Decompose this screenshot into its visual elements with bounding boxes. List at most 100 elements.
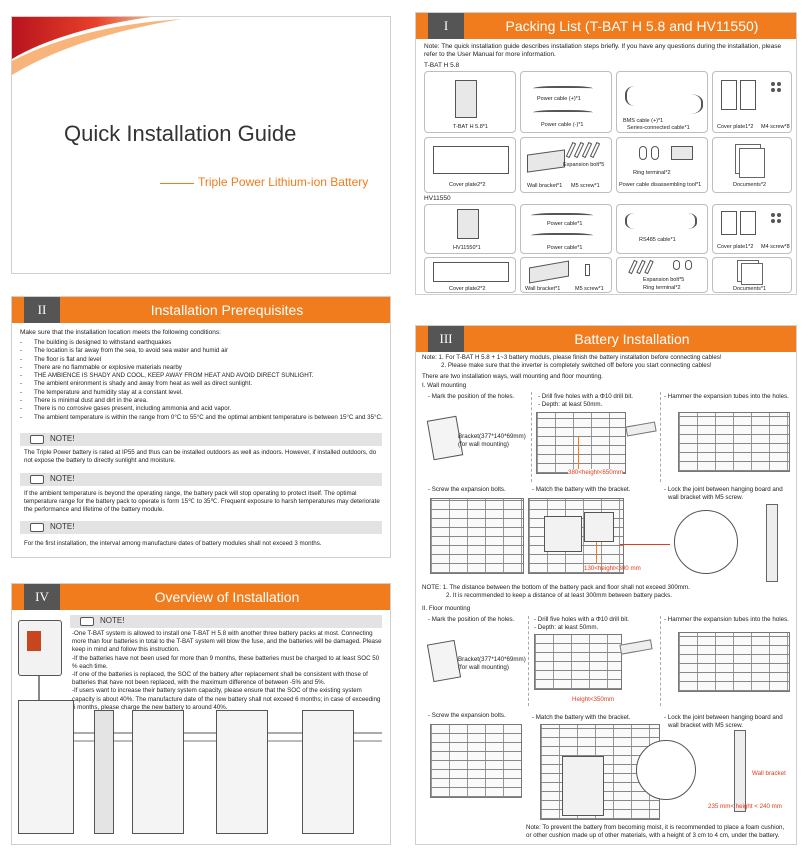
item-box-hv-battery: HV11550*1 (424, 204, 516, 254)
bracket-icon (529, 260, 569, 284)
item-box-hv-bracket: Wall bracket*1 M5 screw*1 (520, 257, 612, 293)
wall-bracket-label: Wall bracket (752, 770, 786, 777)
bracket-label: Bracket(377*140*69mm) (458, 433, 526, 440)
cover-swoosh-graphic (12, 17, 182, 75)
battery-installation-panel: III Battery Installation Note: 1. For T-… (415, 325, 797, 845)
tool-icon (671, 146, 693, 160)
note-bar: NOTE! (20, 433, 382, 446)
battery-icon (457, 209, 479, 239)
brick-wall-illustration (678, 632, 790, 692)
cable-icon (531, 213, 593, 219)
cover-page: Quick Installation Guide Triple Power Li… (11, 16, 391, 274)
prereq-header: II Installation Prerequisites (12, 297, 390, 323)
drill-illustration (619, 639, 653, 655)
list-item: There are no flammable or explosive mate… (20, 364, 384, 373)
item-label: Power cable*1 (547, 221, 583, 227)
item-box-hv-cover-plate2: Cover plate2*2 (424, 257, 516, 293)
brick-wall-illustration (534, 634, 622, 690)
battery-pack-illustration (18, 700, 74, 834)
cable-icon (533, 110, 593, 116)
step-lock-2: wall bracket with M5 screw. (668, 494, 743, 501)
item-label: Wall bracket*1 (527, 183, 563, 189)
packing-list-panel: I Packing List (T-BAT H 5.8 and HV11550)… (415, 12, 797, 295)
ring-terminal-icon (673, 260, 680, 270)
wall-side-illustration (766, 504, 778, 582)
battery-illustration (584, 512, 614, 542)
pointing-hand-icon (30, 523, 44, 532)
item-box-hv-documents: Documents*1 (712, 257, 792, 293)
inverter-illustration (18, 620, 62, 676)
item-label: M4 screw*8 (761, 244, 790, 250)
distance-note-1: NOTE: 1. The distance between the bottom… (422, 584, 690, 591)
document-icon (739, 148, 765, 178)
height-annotation: Height<350mm (572, 696, 615, 703)
cover-title: Quick Installation Guide (64, 121, 297, 146)
step-drill: - Drill five holes with a Φ10 drill bit. (534, 616, 630, 623)
cable-icon (625, 86, 649, 106)
step-screw: - Screw the expansion bolts. (428, 712, 506, 719)
installation-ways: There are two installation ways, wall mo… (422, 373, 603, 380)
pointing-hand-icon (30, 475, 44, 484)
item-label: BMS cable (+)*1 (623, 118, 664, 124)
cable-icon (625, 213, 649, 229)
section-title: Packing List (T-BAT H 5.8 and HV11550) (505, 18, 759, 34)
height-annotation: 380<height<650mm (568, 469, 624, 477)
plate-icon (740, 80, 756, 110)
note-bar: NOTE! (70, 615, 382, 628)
battery-illustration (544, 516, 582, 552)
wall-side-illustration (734, 730, 746, 812)
step-drill-depth: - Depth: at least 50mm. (534, 624, 599, 631)
step-match: - Match the battery with the bracket. (532, 714, 631, 721)
dimension-line (578, 436, 579, 472)
list-item: THE AMBIENCE IS SHADY AND COOL, KEEP AWA… (20, 372, 384, 381)
list-item: The location is far away from the sea, t… (20, 347, 384, 356)
list-item: The temperature and humidity stay at a c… (20, 389, 384, 398)
step-lock: - Lock the joint between hanging board a… (664, 486, 783, 493)
height-annotation: 130<height<300 mm (584, 565, 641, 572)
note-label: NOTE! (50, 434, 75, 443)
bracket-sublabel: (for wall mounting) (458, 664, 509, 671)
bracket-sublabel: (for wall mounting) (458, 441, 509, 448)
list-item: The building is designed to withstand ea… (20, 339, 384, 348)
item-label: Documents*1 (733, 286, 767, 292)
cable-icon (673, 213, 697, 229)
item-label: Power cable disassembling tool*1 (619, 182, 702, 188)
screw-icon (771, 219, 775, 223)
item-box-cover-plate2: Cover plate2*2 (424, 137, 516, 193)
overview-line: -If one of the batteries is replaced, th… (72, 671, 368, 687)
item-label: M5 screw*1 (571, 183, 600, 189)
overview-line: -One T-BAT system is allowed to install … (72, 630, 382, 654)
overview-text: -One T-BAT system is allowed to install … (72, 630, 382, 712)
packing-header: I Packing List (T-BAT H 5.8 and HV11550) (416, 13, 796, 39)
wall-mounting-heading: I. Wall mounting (422, 382, 467, 389)
note-label: NOTE! (100, 616, 125, 625)
item-label: Power cable*1 (547, 245, 583, 251)
step-screw: - Screw the expansion bolts. (428, 486, 506, 493)
packing-note: Note: The quick installation guide descr… (424, 43, 782, 58)
detail-magnifier (636, 740, 696, 800)
overview-line: -If users want to increase their battery… (72, 687, 381, 711)
item-label: Cover plate1*2 (717, 244, 754, 250)
plate-icon (721, 80, 737, 110)
item-label: Expansion bolt*5 (643, 277, 685, 283)
item-label: Expansion bolt*5 (563, 162, 605, 168)
item-label: Power cable (+)*1 (537, 96, 581, 102)
pointing-hand-icon (30, 435, 44, 444)
item-label: Cover plate2*2 (449, 182, 486, 188)
step-divider (531, 392, 532, 482)
ring-terminal-icon (651, 146, 659, 160)
plate-icon (433, 262, 509, 282)
section-number: I (428, 13, 464, 39)
item-box-documents: Documents*2 (712, 137, 792, 193)
list-item: The ambient enironment is shady and away… (20, 380, 384, 389)
bracket-icon (527, 149, 565, 173)
note-bar: NOTE! (20, 521, 382, 534)
battery-pack-illustration (302, 710, 354, 834)
item-label: Cover plate1*2 (717, 124, 754, 130)
screw-icon (777, 82, 781, 86)
note-text: The Triple Power battery is rated at IP5… (24, 449, 377, 464)
prereq-intro: Make sure that the installation location… (20, 329, 221, 336)
plate-icon (721, 211, 737, 235)
section-number: IV (24, 584, 60, 610)
ring-terminal-icon (685, 260, 692, 270)
